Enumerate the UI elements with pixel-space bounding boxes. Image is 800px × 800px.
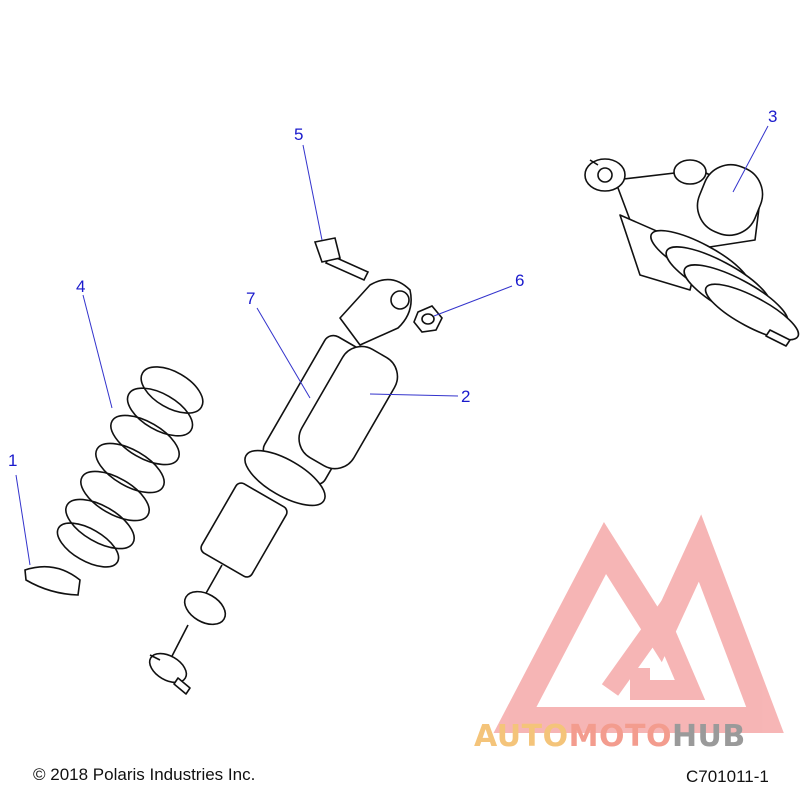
callout-3: 3 xyxy=(768,107,778,126)
automotohub-logo xyxy=(493,514,784,733)
copyright-text: © 2018 Polaris Industries Inc. xyxy=(33,765,256,784)
wordmark-auto: AUTO xyxy=(474,719,569,754)
leader-5 xyxy=(302,144,323,241)
callout-1: 1 xyxy=(8,451,18,470)
wordmark-moto: MOTO xyxy=(568,719,672,754)
automotohub-wordmark: AUTOMOTOHUB xyxy=(474,722,746,752)
wordmark-hub: HUB xyxy=(671,719,746,754)
nut-6 xyxy=(413,305,443,333)
callout-6: 6 xyxy=(515,271,525,290)
leader-7 xyxy=(256,307,311,399)
bolt-5 xyxy=(313,237,370,282)
reservoir-2 xyxy=(298,345,399,470)
leader-3 xyxy=(732,125,769,193)
callout-2: 2 xyxy=(461,387,471,406)
leader-1 xyxy=(15,474,31,566)
leader-lines xyxy=(15,125,769,566)
diagram-code: C701011-1 xyxy=(686,767,769,786)
leader-4 xyxy=(82,294,113,409)
callout-5: 5 xyxy=(294,125,304,144)
retainer-1 xyxy=(24,565,81,596)
shock-absorber-7 xyxy=(148,278,412,695)
shock-assembly-3 xyxy=(584,158,800,347)
leader-6 xyxy=(433,285,513,317)
spring-4 xyxy=(56,366,204,568)
callout-7: 7 xyxy=(246,289,256,308)
callout-4: 4 xyxy=(76,277,86,296)
leader-2 xyxy=(369,393,459,397)
